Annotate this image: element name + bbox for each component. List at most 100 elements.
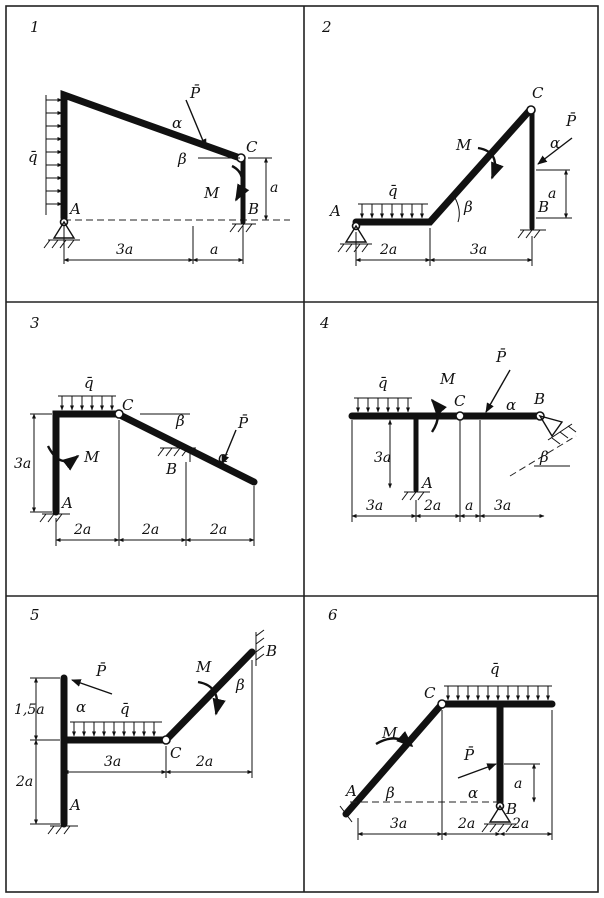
point-a-label: A — [68, 200, 81, 218]
dim-label: 3a — [470, 242, 487, 258]
panel-number: 4 — [319, 314, 330, 332]
dim-label: 2a — [379, 242, 397, 258]
dim-label: 3a — [104, 754, 121, 770]
point-a-label: A — [68, 796, 81, 814]
dim-label: 2a — [73, 522, 91, 538]
angle-alpha-label: α — [506, 396, 516, 414]
dim-label: 2a — [511, 816, 529, 832]
dim-label: 3a — [116, 242, 133, 258]
dim-label: a — [210, 242, 218, 258]
dim-label: 3a — [374, 450, 391, 466]
point-b-label: B — [265, 642, 277, 660]
point-c-label: C — [246, 138, 258, 156]
point-c-label: C — [532, 84, 544, 102]
moment-m-label: M — [203, 184, 220, 202]
moment-m-label: M — [381, 724, 398, 742]
pin-support-icon — [43, 217, 80, 249]
hinge-icon — [437, 699, 447, 709]
angle-alpha-label: α — [172, 114, 182, 132]
panel-number: 2 — [321, 18, 332, 36]
hatch-wall-icon — [47, 825, 78, 835]
angle-beta-label: β — [463, 198, 473, 216]
point-c-label: C — [170, 744, 182, 762]
moment-m-label: M — [195, 658, 212, 676]
force-p-label: P̄ — [189, 84, 201, 102]
panel-2: 2 C q̄ A β — [321, 18, 577, 266]
hinge-icon — [526, 105, 536, 115]
angle-alpha-label: α — [468, 784, 478, 802]
moment-m-label: M — [439, 370, 456, 388]
moment-m-label: M — [83, 448, 100, 466]
distributed-load — [444, 685, 552, 701]
hatch-wall-icon — [401, 491, 430, 501]
point-a-label: A — [344, 782, 357, 800]
point-a-label: A — [420, 474, 433, 492]
hinge-icon — [114, 409, 124, 419]
dim-label: 3a — [14, 456, 31, 472]
angle-alpha-label: α — [550, 134, 560, 152]
moment-m-label: M — [455, 136, 472, 154]
point-c-label: C — [122, 396, 134, 414]
panel-4: 4 C B q̄ M P̄ α — [319, 314, 577, 522]
force-p-label: P̄ — [95, 662, 107, 680]
hatch-wall-icon — [39, 513, 70, 523]
roller-support-icon — [339, 801, 500, 823]
roller-support-icon — [157, 447, 196, 462]
load-q-label: q̄ — [84, 374, 94, 392]
point-b-label: B — [165, 460, 177, 478]
dim-label: 3a — [390, 816, 407, 832]
panel-6: 6 C q̄ M P̄ α — [328, 606, 556, 840]
point-c-label: C — [424, 684, 436, 702]
panel-number: 5 — [30, 606, 40, 624]
panel-grid — [5, 5, 599, 893]
point-b-label: B — [247, 200, 259, 218]
dim-label: 2a — [15, 774, 33, 790]
angle-beta-label: β — [539, 448, 549, 466]
angle-alpha-label: α — [218, 448, 228, 466]
angle-beta-label: β — [177, 150, 187, 168]
dim-label: 2a — [457, 816, 475, 832]
dim-label: 3a — [494, 498, 511, 514]
force-p-label: P̄ — [565, 112, 577, 130]
pin-support-icon — [337, 221, 372, 253]
pin-support-icon — [481, 801, 516, 833]
hatch-wall-icon — [229, 223, 256, 233]
force-p-label: P̄ — [495, 348, 507, 366]
dim-label: 2a — [423, 498, 441, 514]
angle-beta-label: β — [235, 676, 245, 694]
dim-label: a — [514, 776, 522, 792]
hatch-wall-icon — [517, 229, 546, 239]
hatch-wall-icon — [255, 629, 265, 666]
dim-label: 2a — [209, 522, 227, 538]
force-p-label: P̄ — [237, 414, 249, 432]
point-b-label: B — [533, 390, 545, 408]
point-c-label: C — [454, 392, 466, 410]
hinge-icon — [455, 411, 465, 421]
dim-label: 3a — [366, 498, 383, 514]
dim-label: 1,5a — [14, 702, 45, 718]
hinge-icon — [161, 735, 171, 745]
panel-5: 5 C q̄ P̄ α M — [14, 606, 277, 835]
load-q-label: q̄ — [28, 148, 38, 166]
point-a-label: A — [328, 202, 341, 220]
panel-number: 6 — [328, 606, 338, 624]
load-q-label: q̄ — [378, 374, 388, 392]
distributed-load — [70, 721, 162, 737]
load-q-label: q̄ — [388, 182, 398, 200]
distributed-load — [358, 203, 428, 219]
panel-number: 3 — [30, 314, 40, 332]
dim-label: a — [548, 186, 556, 202]
distributed-load — [354, 397, 412, 413]
point-b-label: B — [537, 198, 549, 216]
angle-beta-label: β — [385, 784, 395, 802]
angle-beta-label: β — [175, 412, 185, 430]
point-b-label: B — [505, 800, 517, 818]
dim-label: 2a — [195, 754, 213, 770]
distributed-load — [58, 395, 116, 411]
force-p-label: P̄ — [463, 746, 475, 764]
point-a-label: A — [60, 494, 73, 512]
panel-1: 1 q̄ C — [28, 18, 290, 264]
panel-number: 1 — [30, 18, 40, 36]
dim-label: 2a — [141, 522, 159, 538]
